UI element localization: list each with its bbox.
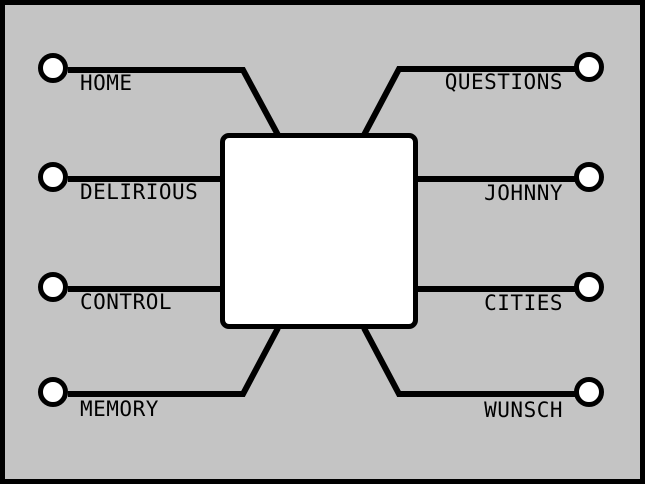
cities-link[interactable]: CITIES — [484, 291, 563, 315]
center-hub-box — [220, 133, 418, 329]
questions-node-icon[interactable] — [574, 52, 604, 82]
home-node-icon[interactable] — [38, 53, 68, 83]
control-link[interactable]: CONTROL — [80, 290, 173, 314]
home-link[interactable]: HOME — [80, 71, 133, 95]
delirious-node-icon[interactable] — [38, 162, 68, 192]
delirious-link[interactable]: DELIRIOUS — [80, 180, 199, 204]
wunsch-node-icon[interactable] — [574, 377, 604, 407]
wunsch-link[interactable]: WUNSCH — [484, 398, 563, 422]
memory-node-icon[interactable] — [38, 377, 68, 407]
johnny-node-icon[interactable] — [574, 162, 604, 192]
wire-memory — [68, 326, 281, 397]
wire-wunsch — [361, 326, 575, 397]
questions-link[interactable]: QUESTIONS — [444, 70, 563, 94]
memory-link[interactable]: MEMORY — [80, 397, 159, 421]
wire-home — [68, 67, 281, 137]
johnny-link[interactable]: JOHNNY — [484, 181, 563, 205]
control-node-icon[interactable] — [38, 272, 68, 302]
cities-node-icon[interactable] — [574, 272, 604, 302]
wire-questions — [361, 66, 575, 137]
